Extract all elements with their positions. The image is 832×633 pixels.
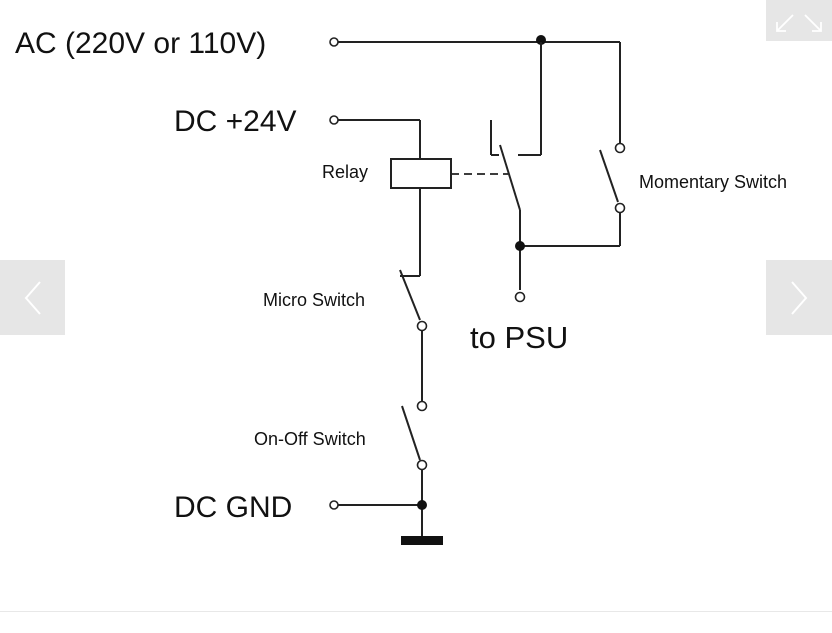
chevron-left-icon <box>24 280 41 315</box>
ground-symbol <box>401 536 443 545</box>
ac-line <box>329 35 626 156</box>
dc24-label: DC +24V <box>174 105 297 138</box>
micro-switch <box>399 188 428 412</box>
relay-contact <box>490 120 526 303</box>
fullscreen-button[interactable] <box>766 0 832 41</box>
micro-switch-label: Micro Switch <box>263 290 365 310</box>
prev-image-button[interactable] <box>0 260 65 335</box>
psu-label: to PSU <box>470 320 568 355</box>
expand-arrows-icon <box>776 13 822 32</box>
bottom-divider <box>0 611 832 612</box>
relay-label: Relay <box>322 162 368 182</box>
chevron-right-icon <box>791 280 808 315</box>
ac-label: AC (220V or 110V) <box>15 27 266 60</box>
gnd-label: DC GND <box>174 491 292 524</box>
gnd-line <box>329 500 427 510</box>
dc24-line <box>329 115 421 159</box>
relay-coil <box>390 158 452 189</box>
next-image-button[interactable] <box>766 260 832 335</box>
momentary-switch-label: Momentary Switch <box>639 172 787 192</box>
momentary-switch <box>515 149 626 251</box>
onoff-switch-label: On-Off Switch <box>254 429 366 449</box>
onoff-switch <box>401 405 428 536</box>
